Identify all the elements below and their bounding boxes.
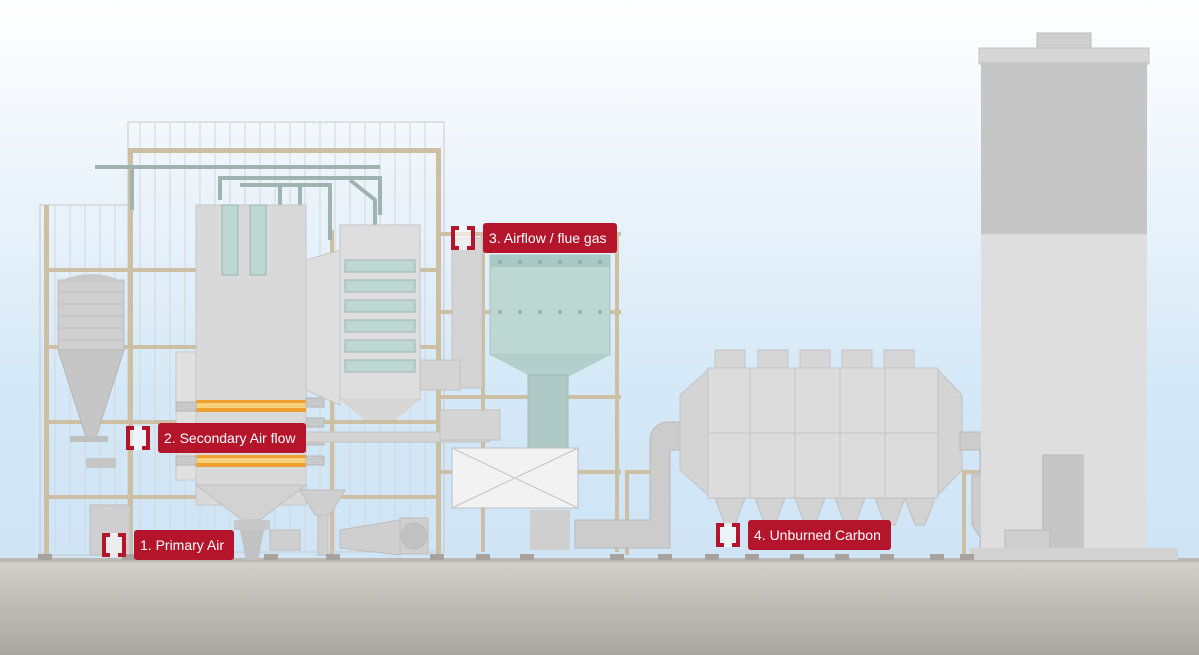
bracket-icon (125, 425, 151, 451)
hotspot-label: 3. Airflow / flue gas (483, 223, 617, 253)
hotspot-unburned-carbon[interactable]: 4. Unburned Carbon (715, 520, 891, 550)
bag-filter (679, 349, 963, 526)
fans (89, 489, 429, 556)
coal-silo (57, 274, 125, 468)
bracket-icon (101, 532, 127, 558)
scr-reactor (489, 254, 611, 456)
flue-duct (299, 237, 501, 443)
hotspot-primary-air[interactable]: 1. Primary Air (101, 530, 235, 560)
hotspot-airflow-flue-gas[interactable]: 3. Airflow / flue gas (450, 223, 617, 253)
ground (0, 560, 1199, 655)
hotspot-secondary-air[interactable]: 2. Secondary Air flow (125, 423, 306, 453)
bracket-icon (715, 522, 741, 548)
boiler (175, 204, 421, 560)
bracket-icon (450, 225, 476, 251)
footings (38, 554, 974, 560)
air-preheater (451, 447, 579, 550)
hotspot-label: 1. Primary Air (134, 530, 235, 560)
chimney (970, 32, 1178, 560)
hotspot-label: 4. Unburned Carbon (748, 520, 891, 550)
hotspot-label: 2. Secondary Air flow (158, 423, 306, 453)
